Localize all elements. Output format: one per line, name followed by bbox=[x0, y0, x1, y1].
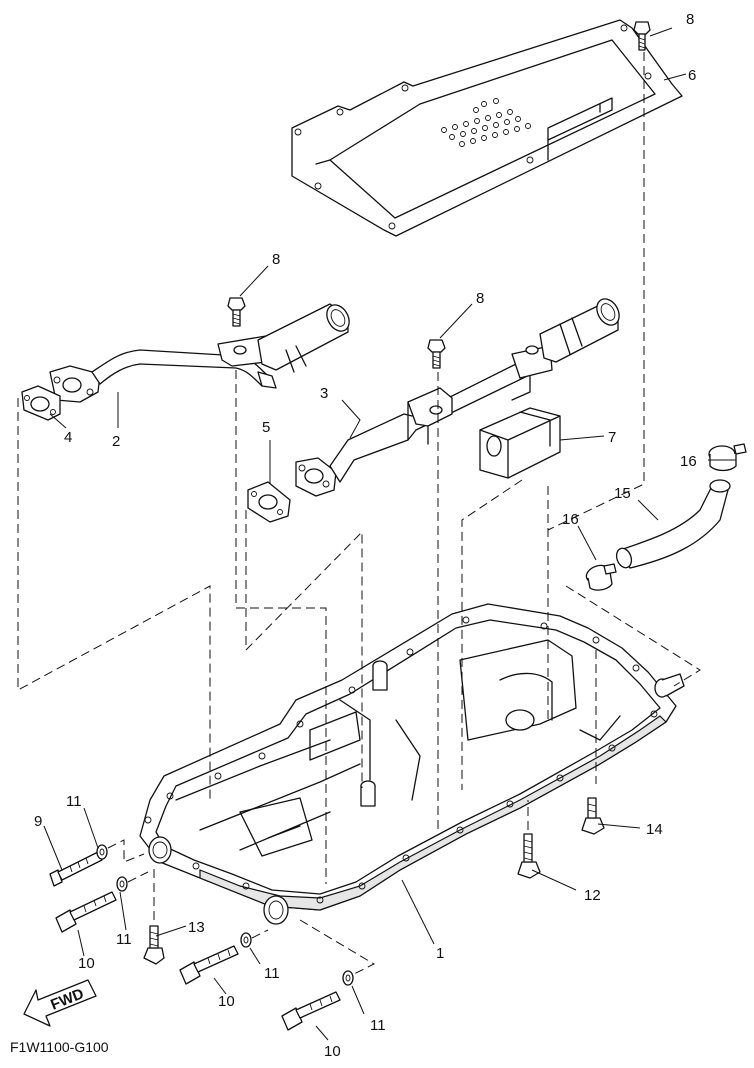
baffle-plate-part-6 bbox=[291, 19, 683, 237]
washer-part-11-c bbox=[240, 932, 252, 948]
bolt-holes bbox=[294, 24, 652, 230]
bolt-part-8-top bbox=[633, 21, 651, 51]
bolt-part-14 bbox=[581, 797, 605, 835]
hose-part-15 bbox=[615, 479, 731, 569]
hose-clamp-part-16-bottom bbox=[585, 563, 617, 591]
gasket-part-5 bbox=[247, 481, 291, 523]
callout-10-c: 10 bbox=[324, 1043, 341, 1060]
callout-16-bottom: 16 bbox=[562, 511, 579, 528]
bolt-part-8-left bbox=[227, 297, 246, 327]
callout-14: 14 bbox=[646, 821, 663, 838]
callout-13: 13 bbox=[188, 919, 205, 936]
washer-part-11-b bbox=[116, 876, 128, 892]
callout-labels: 1 2 3 4 5 6 7 8 8 8 9 10 10 10 11 11 11 … bbox=[34, 11, 697, 1060]
bolt-part-10-a bbox=[55, 891, 117, 933]
leader-lines bbox=[43, 27, 736, 1041]
callout-10-a: 10 bbox=[78, 955, 95, 972]
callout-12: 12 bbox=[584, 887, 601, 904]
callout-4: 4 bbox=[64, 429, 72, 446]
pan-bolt-holes bbox=[144, 616, 658, 904]
callout-6: 6 bbox=[688, 67, 696, 84]
assembly-dash-lines bbox=[17, 52, 701, 884]
callout-10-b: 10 bbox=[218, 993, 235, 1010]
callout-1: 1 bbox=[436, 945, 444, 962]
bolt-part-10-b bbox=[179, 945, 239, 985]
oil-pipe-part-3 bbox=[295, 298, 620, 497]
oil-pipe-part-2 bbox=[49, 303, 350, 403]
gasket-part-4 bbox=[21, 385, 61, 421]
callout-8-top: 8 bbox=[686, 11, 694, 28]
callout-7: 7 bbox=[608, 429, 616, 446]
bolt-part-8-middle bbox=[427, 339, 446, 369]
callout-11-a: 11 bbox=[66, 793, 82, 810]
forward-arrow-icon: FWD bbox=[23, 979, 97, 1027]
callout-11-d: 11 bbox=[370, 1017, 386, 1034]
bolt-part-12 bbox=[517, 833, 541, 879]
bolt-part-10-c bbox=[281, 991, 341, 1031]
callout-3: 3 bbox=[320, 385, 328, 402]
callout-8-left: 8 bbox=[272, 251, 280, 268]
callout-8-middle: 8 bbox=[476, 290, 484, 307]
callout-11-b: 11 bbox=[116, 931, 132, 948]
oil-pan-part-1 bbox=[139, 603, 685, 925]
fastener-dash-lines bbox=[107, 800, 529, 975]
bolt-part-13 bbox=[143, 925, 165, 965]
bracket-part-7 bbox=[479, 407, 561, 479]
callout-5: 5 bbox=[262, 419, 270, 436]
washer-part-11-d bbox=[342, 970, 354, 986]
callout-9: 9 bbox=[34, 813, 42, 830]
callout-11-c: 11 bbox=[264, 965, 280, 982]
bolt-part-9 bbox=[49, 851, 103, 887]
callout-16-top: 16 bbox=[680, 453, 697, 470]
washer-part-11-a bbox=[96, 844, 108, 860]
callout-15: 15 bbox=[614, 485, 631, 502]
diagram-code: F1W1100-G100 bbox=[10, 1039, 109, 1055]
fwd-label: FWD bbox=[48, 985, 86, 1014]
vent-holes bbox=[441, 98, 531, 147]
hose-clamp-part-16-top bbox=[708, 443, 747, 472]
callout-2: 2 bbox=[112, 433, 120, 450]
